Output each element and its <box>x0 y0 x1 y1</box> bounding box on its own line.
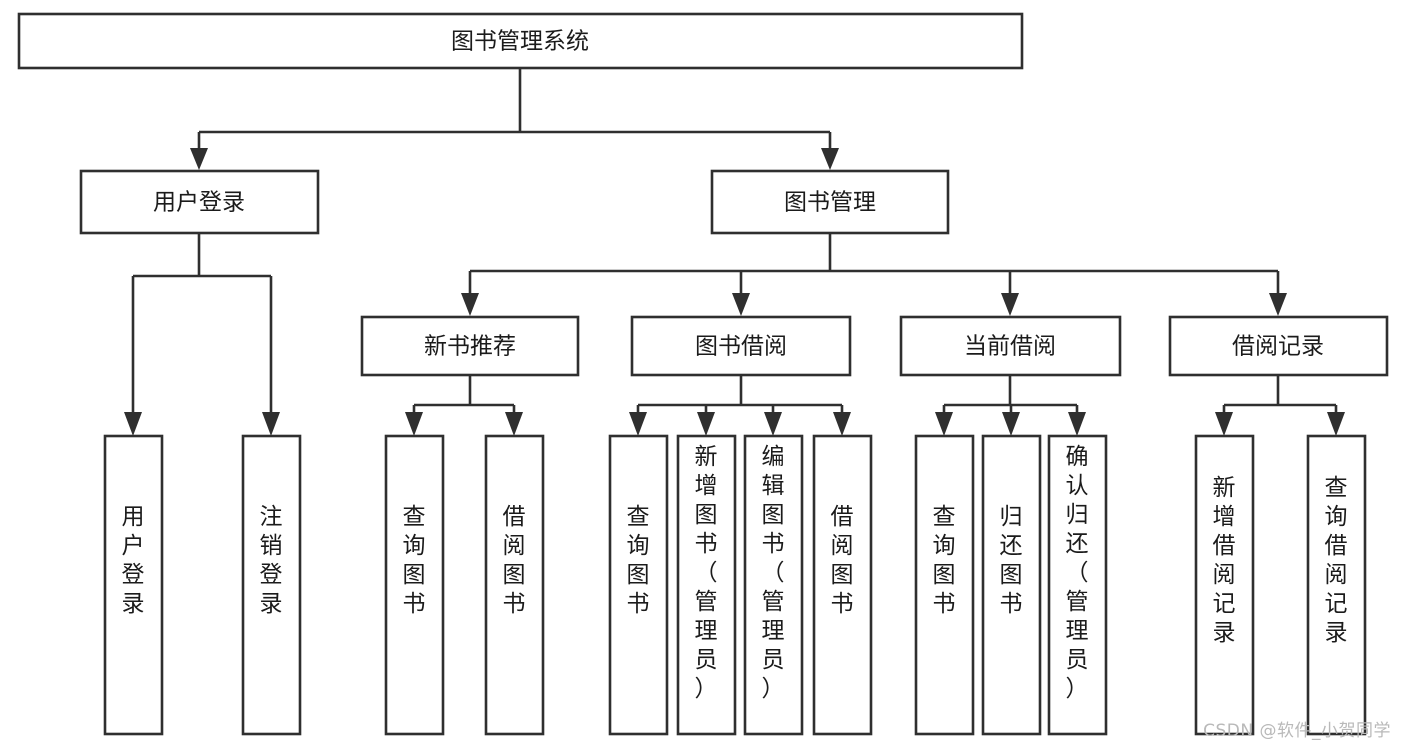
node-root-box[interactable] <box>17 12 1024 70</box>
node-leaf-return-book[interactable]: 归还图书 <box>981 434 1042 736</box>
arrow-leaf-user-login-icon <box>124 412 142 436</box>
arrow-leaf-query-book-1-icon <box>405 412 423 436</box>
node-leaf-return-book-box[interactable] <box>981 434 1042 736</box>
node-leaf-query-book-3-box[interactable] <box>914 434 975 736</box>
node-leaf-borrow-book-2-box[interactable] <box>812 434 873 736</box>
arrow-leaf-add-book-admin-icon <box>697 412 715 436</box>
arrow-to-new-book-recommend-icon <box>461 293 479 316</box>
node-leaf-user-login-box[interactable] <box>103 434 164 736</box>
node-user-login[interactable]: 用户登录 <box>79 169 320 235</box>
node-leaf-query-book-2-label: 查询图书 <box>627 504 650 617</box>
arrow-leaf-query-borrow-record-icon <box>1327 412 1345 436</box>
arrow-leaf-logout-login-icon <box>262 412 280 436</box>
node-leaf-user-login-label: 用户登录 <box>122 504 145 617</box>
node-leaf-query-book-1-box[interactable] <box>384 434 445 736</box>
node-leaf-query-book-2[interactable]: 查询图书 <box>608 434 669 736</box>
node-leaf-add-borrow-record[interactable]: 新增借阅记录 <box>1194 434 1255 736</box>
node-leaf-add-book-admin-label: 新增图书（管理员） <box>695 444 718 702</box>
node-leaf-confirm-return-admin[interactable]: 确认归还（管理员） <box>1047 434 1108 736</box>
node-new-book-recommend-box[interactable] <box>360 315 580 377</box>
node-new-book-recommend[interactable]: 新书推荐 <box>360 315 580 377</box>
node-leaf-query-book-3[interactable]: 查询图书 <box>914 434 975 736</box>
node-leaf-query-borrow-record-label: 查询借阅记录 <box>1325 475 1348 646</box>
node-book-manage[interactable]: 图书管理 <box>710 169 950 235</box>
arrow-leaf-query-book-2-icon <box>629 412 647 436</box>
node-root[interactable]: 图书管理系统 <box>17 12 1024 70</box>
node-user-login-box[interactable] <box>79 169 320 235</box>
csdn-watermark: CSDN @软件_小贺同学 <box>1203 721 1391 741</box>
arrow-leaf-return-book-icon <box>1002 412 1020 436</box>
node-current-borrow-box[interactable] <box>899 315 1122 377</box>
node-book-manage-box[interactable] <box>710 169 950 235</box>
node-leaf-logout-login[interactable]: 注销登录 <box>241 434 302 736</box>
arrow-to-book-borrow-icon <box>732 293 750 316</box>
node-current-borrow-label: 当前借阅 <box>964 334 1056 360</box>
node-leaf-query-book-2-box[interactable] <box>608 434 669 736</box>
arrow-to-user-login-icon <box>190 148 208 170</box>
node-leaf-user-login[interactable]: 用户登录 <box>103 434 164 736</box>
node-leaf-add-book-admin[interactable]: 新增图书（管理员） <box>676 434 737 736</box>
node-leaf-borrow-book-1-box[interactable] <box>484 434 545 736</box>
arrow-leaf-confirm-return-admin-icon <box>1068 412 1086 436</box>
node-leaf-query-book-1[interactable]: 查询图书 <box>384 434 445 736</box>
arrow-leaf-add-borrow-record-icon <box>1215 412 1233 436</box>
node-leaf-edit-book-admin-label: 编辑图书（管理员） <box>762 444 785 702</box>
node-borrow-record[interactable]: 借阅记录 <box>1168 315 1389 377</box>
arrow-leaf-query-book-3-icon <box>935 412 953 436</box>
node-leaf-logout-login-label: 注销登录 <box>260 504 283 617</box>
node-book-borrow-label: 图书借阅 <box>695 334 787 360</box>
node-leaf-confirm-return-admin-box[interactable] <box>1047 434 1108 736</box>
node-leaf-query-book-1-label: 查询图书 <box>403 504 426 617</box>
node-leaf-borrow-book-1[interactable]: 借阅图书 <box>484 434 545 736</box>
node-leaf-add-borrow-record-label: 新增借阅记录 <box>1213 475 1236 646</box>
arrow-leaf-borrow-book-2-icon <box>833 412 851 436</box>
node-book-manage-label: 图书管理 <box>784 190 876 216</box>
node-leaf-add-borrow-record-box[interactable] <box>1194 434 1255 736</box>
node-borrow-record-box[interactable] <box>1168 315 1389 377</box>
node-leaf-borrow-book-2[interactable]: 借阅图书 <box>812 434 873 736</box>
node-user-login-label: 用户登录 <box>153 190 245 216</box>
arrow-leaf-borrow-book-1-icon <box>505 412 523 436</box>
arrow-to-borrow-record-icon <box>1269 293 1287 316</box>
node-leaf-query-book-3-label: 查询图书 <box>933 504 956 617</box>
arrow-leaf-edit-book-admin-icon <box>764 412 782 436</box>
node-leaf-confirm-return-admin-label: 确认归还（管理员） <box>1066 444 1089 702</box>
node-leaf-logout-login-box[interactable] <box>241 434 302 736</box>
node-leaf-borrow-book-1-label: 借阅图书 <box>503 504 526 617</box>
node-leaf-add-book-admin-box[interactable] <box>676 434 737 736</box>
node-leaf-borrow-book-2-label: 借阅图书 <box>831 504 854 617</box>
node-borrow-record-label: 借阅记录 <box>1232 334 1324 360</box>
node-current-borrow[interactable]: 当前借阅 <box>899 315 1122 377</box>
node-leaf-query-borrow-record-box[interactable] <box>1306 434 1367 736</box>
node-leaf-query-borrow-record[interactable]: 查询借阅记录 <box>1306 434 1367 736</box>
arrow-to-current-borrow-icon <box>1001 293 1019 316</box>
node-book-borrow[interactable]: 图书借阅 <box>630 315 852 377</box>
node-root-label: 图书管理系统 <box>451 29 589 55</box>
node-new-book-recommend-label: 新书推荐 <box>424 334 516 360</box>
node-book-borrow-box[interactable] <box>630 315 852 377</box>
arrow-to-book-manage-icon <box>821 148 839 170</box>
node-leaf-edit-book-admin[interactable]: 编辑图书（管理员） <box>743 434 804 736</box>
node-leaf-return-book-label: 归还图书 <box>1000 504 1023 617</box>
node-leaf-edit-book-admin-box[interactable] <box>743 434 804 736</box>
connector-layer <box>124 69 1345 436</box>
